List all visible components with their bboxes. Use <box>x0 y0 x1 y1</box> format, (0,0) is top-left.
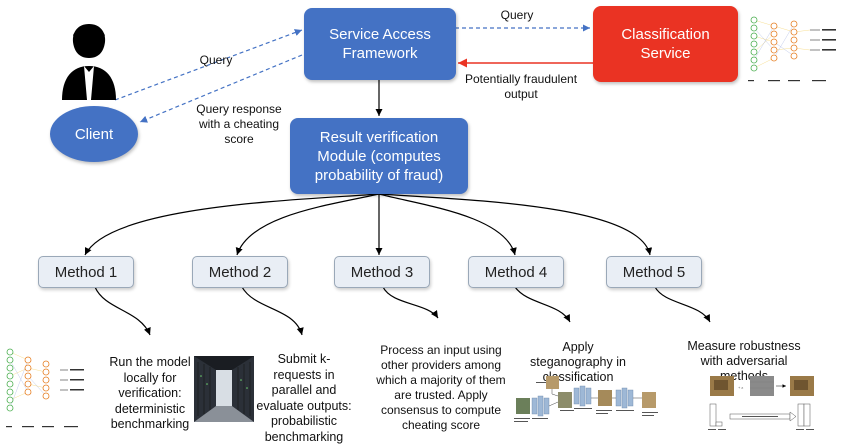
service-access-label: Service Access Framework <box>329 26 431 62</box>
method-5-label: Method 5 <box>622 263 686 281</box>
fraud-output-label: Potentially fraudulent output <box>464 72 578 101</box>
method-1-label: Method 1 <box>54 263 118 281</box>
method-1-box: Method 1 <box>38 256 134 288</box>
method-4-label: Method 4 <box>484 263 548 281</box>
classification-service-label: Classification Service <box>621 26 710 62</box>
method-2-box: Method 2 <box>192 256 288 288</box>
service-access-framework-box: Service Access Framework <box>304 8 456 80</box>
method-2-description: Submit k-requests in parallel and evalua… <box>256 352 352 444</box>
method-5-box: Method 5 <box>606 256 702 288</box>
svg-text:+ ε: + ε <box>738 385 743 390</box>
method-3-description: Process an input using other providers a… <box>376 343 506 432</box>
query-label-top: Query <box>500 8 534 22</box>
steganography-figure <box>514 376 658 422</box>
neural-network-icon <box>748 16 836 82</box>
client-label: Client <box>74 125 114 143</box>
verification-module-box: Result verification Module (computes pro… <box>290 118 468 194</box>
query-response-label: Query response with a cheating score <box>196 102 282 146</box>
server-room-image <box>194 356 254 422</box>
method-1-description: Run the model locally for verification: … <box>109 355 191 431</box>
method-4-box: Method 4 <box>468 256 564 288</box>
query-label-left: Query <box>199 53 233 67</box>
user-icon <box>62 24 116 100</box>
method-3-box: Method 3 <box>334 256 430 288</box>
method-3-label: Method 3 <box>350 263 414 281</box>
method-4-description: Apply steganography in classification <box>530 340 626 384</box>
verification-module-label: Result verification Module (computes pro… <box>314 128 444 184</box>
classification-service-box: Classification Service <box>593 6 738 82</box>
method-2-label: Method 2 <box>208 263 272 281</box>
client-node: Client <box>50 106 138 162</box>
local-model-icon <box>6 348 84 428</box>
adversarial-figure: + ε <box>708 376 814 430</box>
method-5-description: Measure robustness with adversarial meth… <box>687 339 801 383</box>
